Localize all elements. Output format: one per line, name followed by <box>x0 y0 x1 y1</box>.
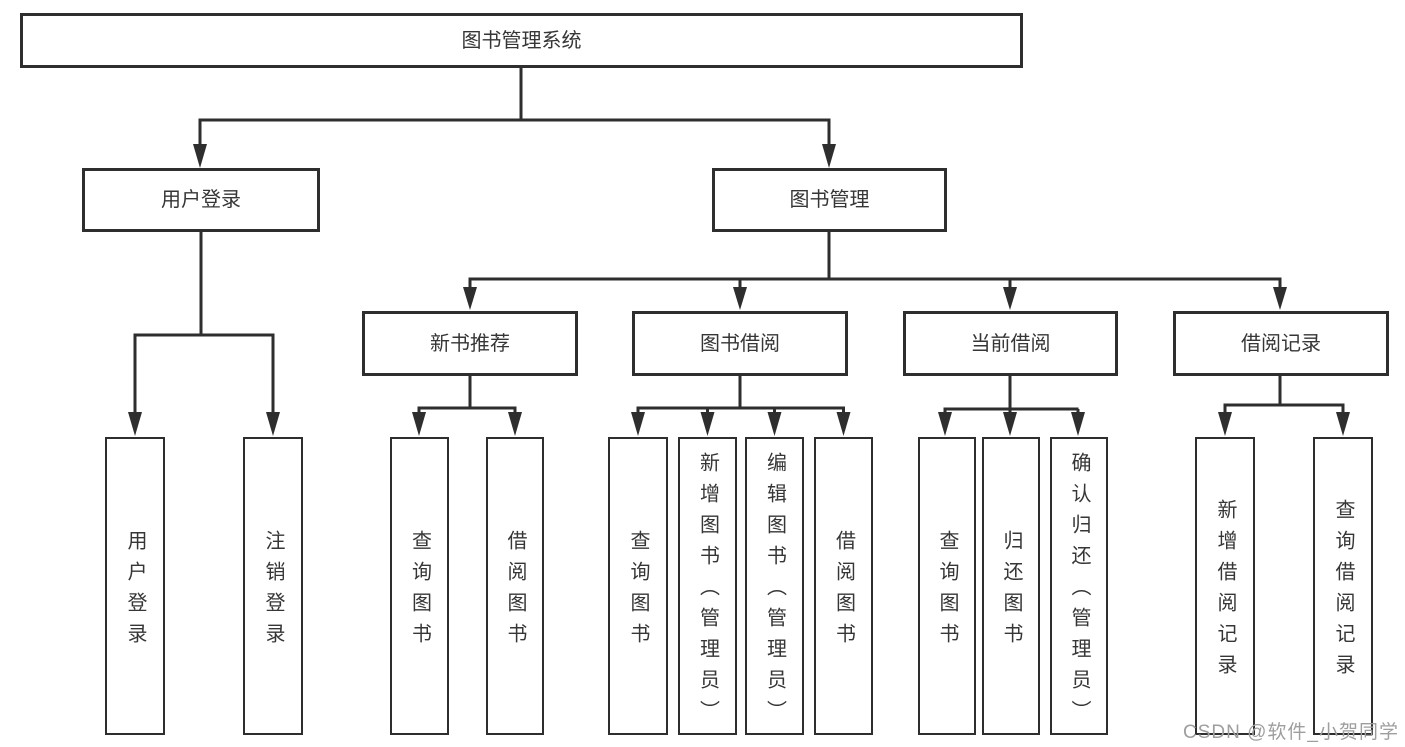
arrowhead <box>767 412 782 436</box>
arrowhead <box>631 412 645 436</box>
node-current-borrow-label: 当前借阅 <box>970 332 1051 355</box>
node-leaf-logout: 注销登录 <box>243 437 303 735</box>
connector-root <box>198 68 831 146</box>
arrowhead <box>508 412 522 436</box>
node-book-mgmt: 图书管理 <box>712 168 947 232</box>
leaf-label: 归还图书 <box>1000 529 1022 654</box>
leaf-label: 注销登录 <box>262 529 284 654</box>
leaf-label: 查询图书 <box>627 529 649 654</box>
csdn-watermark: CSDN @软件_小贺同学 <box>1183 722 1399 743</box>
arrowhead <box>836 412 851 436</box>
leaf-label: 查询图书 <box>936 529 958 654</box>
arrowhead <box>1218 412 1232 436</box>
arrowhead <box>1071 412 1085 436</box>
connector-user-login <box>133 232 275 414</box>
node-leaf-bb-borrow-book: 借阅图书 <box>814 437 873 735</box>
node-leaf-nbr-borrow-book: 借阅图书 <box>486 437 544 735</box>
node-leaf-cb-return-book: 归还图书 <box>982 437 1040 735</box>
leaf-label: 确认归还（管理员） <box>1068 452 1090 731</box>
node-leaf-nbr-query-book: 查询图书 <box>390 437 449 735</box>
node-root-label: 图书管理系统 <box>461 29 582 52</box>
leaf-label: 新增图书（管理员） <box>696 452 719 731</box>
node-leaf-br-query-record: 查询借阅记录 <box>1313 437 1373 735</box>
arrowhead <box>193 144 207 168</box>
leaf-label: 查询借阅记录 <box>1332 498 1354 685</box>
node-new-book-rec: 新书推荐 <box>362 311 578 376</box>
arrowhead <box>1336 412 1350 436</box>
leaf-label: 借阅图书 <box>832 529 855 654</box>
connector-current-borrow <box>943 376 1080 414</box>
node-book-borrow-label: 图书借阅 <box>700 332 780 355</box>
node-leaf-br-add-record: 新增借阅记录 <box>1195 437 1255 735</box>
arrowhead <box>463 287 477 310</box>
node-leaf-bb-edit-book: 编辑图书（管理员） <box>745 437 804 735</box>
node-root: 图书管理系统 <box>20 13 1023 68</box>
node-book-borrow: 图书借阅 <box>632 311 848 376</box>
arrowhead <box>700 412 715 436</box>
node-leaf-cb-confirm-return: 确认归还（管理员） <box>1050 437 1108 735</box>
node-user-login: 用户登录 <box>82 168 320 232</box>
connector-book-borrow <box>636 376 845 414</box>
node-book-mgmt-label: 图书管理 <box>789 189 870 211</box>
leaf-label: 借阅图书 <box>504 529 526 654</box>
arrowhead <box>822 144 836 168</box>
arrowhead <box>266 412 280 436</box>
node-leaf-bb-add-book: 新增图书（管理员） <box>678 437 737 735</box>
arrowhead <box>412 412 426 436</box>
arrowhead <box>1003 412 1017 436</box>
node-user-login-label: 用户登录 <box>161 189 241 211</box>
arrowhead <box>1273 287 1287 310</box>
node-leaf-bb-query-book: 查询图书 <box>608 437 668 735</box>
node-borrow-record-label: 借阅记录 <box>1241 332 1321 355</box>
connector-book-mgmt <box>468 232 1282 289</box>
leaf-label: 编辑图书（管理员） <box>763 452 786 731</box>
connector-borrow-record <box>1223 376 1345 414</box>
arrowhead <box>128 412 142 436</box>
node-current-borrow: 当前借阅 <box>903 311 1118 376</box>
arrowhead <box>938 412 952 436</box>
leaf-label: 新增借阅记录 <box>1214 498 1236 685</box>
leaf-label: 用户登录 <box>124 529 146 654</box>
node-new-book-rec-label: 新书推荐 <box>430 332 510 355</box>
node-leaf-cb-query-book: 查询图书 <box>918 437 976 735</box>
connector-new-book-rec <box>417 376 517 414</box>
node-leaf-user-login: 用户登录 <box>105 437 165 735</box>
arrowhead <box>733 287 747 310</box>
leaf-label: 查询图书 <box>408 529 431 654</box>
arrowhead <box>1003 287 1017 310</box>
node-borrow-record: 借阅记录 <box>1173 311 1389 376</box>
